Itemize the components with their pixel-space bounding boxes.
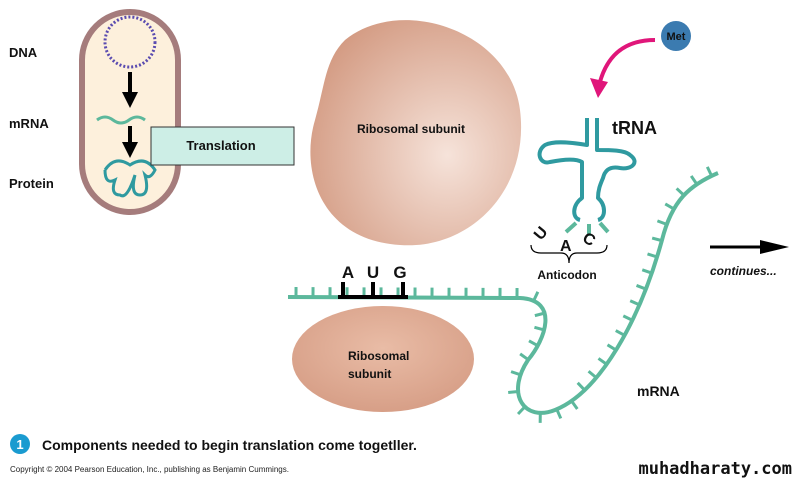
codon-base: G xyxy=(393,263,406,282)
mrna-strand xyxy=(287,166,719,423)
met-amino-acid xyxy=(661,21,691,51)
mrna-nucleotide-tick xyxy=(622,314,633,322)
mrna-nucleotide-tick xyxy=(570,400,579,410)
copyright-text: Copyright © 2004 Pearson Education, Inc.… xyxy=(10,465,289,474)
codon-base: A xyxy=(342,263,354,282)
mrna-label: mRNA xyxy=(637,383,680,399)
mrna-nucleotide-tick xyxy=(508,390,519,395)
met-label: Met xyxy=(667,31,686,43)
mrna-nucleotide-tick xyxy=(555,408,563,420)
arrow-down-icon xyxy=(122,142,138,158)
dna-circle-icon xyxy=(103,15,157,69)
pink-arrow xyxy=(596,38,656,91)
mrna-nucleotide-tick xyxy=(675,187,685,197)
mrna-nucleotide-tick xyxy=(664,202,675,211)
watermark: muhadharaty.com xyxy=(638,459,792,479)
continues-label: continues... xyxy=(710,264,777,278)
trna-label: tRNA xyxy=(612,118,657,138)
protein-label: Protein xyxy=(9,176,54,191)
codon-base: U xyxy=(367,263,379,282)
dna-label: DNA xyxy=(9,45,38,60)
protein-coil-icon xyxy=(103,159,157,198)
translation-label: Translation xyxy=(186,138,255,153)
mrna-nucleotide-tick xyxy=(606,343,617,352)
trna-molecule xyxy=(537,118,637,236)
mrna-nucleotide-tick xyxy=(651,236,663,243)
arrow-down-icon xyxy=(122,92,138,108)
mrna-nucleotide-tick xyxy=(534,325,545,332)
translation-box xyxy=(150,126,295,166)
step-number: 1 xyxy=(16,437,23,452)
anticodon-brace xyxy=(530,244,608,264)
mrna-nucleotide-tick xyxy=(635,284,647,291)
caption-text: Components needed to begin translation c… xyxy=(42,437,417,453)
mrna-nucleotide-tick xyxy=(705,166,713,177)
arrow-right-icon xyxy=(760,240,789,254)
mrna-nucleotide-tick xyxy=(656,219,668,226)
mrna-nucleotide-tick xyxy=(629,299,640,307)
arrow-head-icon xyxy=(590,78,608,98)
mrna-nucleotide-tick xyxy=(532,291,540,302)
cell-illustration: Translation DNA mRNA Protein xyxy=(9,9,295,215)
step-badge xyxy=(10,434,30,454)
small-ribosomal-subunit xyxy=(292,306,474,412)
mrna-nucleotide-tick xyxy=(516,405,526,416)
mrna-nucleotide-tick xyxy=(528,339,539,347)
large-subunit-label: Ribosomal subunit xyxy=(357,122,465,136)
small-subunit-label-2: subunit xyxy=(348,367,391,381)
mrna-label-left: mRNA xyxy=(9,116,49,131)
cell-body xyxy=(79,9,181,215)
start-codon: A U G xyxy=(338,263,408,299)
anticodon-base: A xyxy=(560,238,572,255)
mrna-nucleotide-tick xyxy=(576,381,586,392)
mrna-nucleotide-tick xyxy=(641,268,653,275)
anticodon-label: Anticodon xyxy=(537,268,596,282)
mrna-nucleotide-tick xyxy=(587,370,598,379)
mrna-nucleotide-tick xyxy=(519,352,530,361)
mrna-nucleotide-tick xyxy=(597,357,608,366)
mrna-nucleotide-tick xyxy=(510,370,522,377)
mrna-nucleotide-tick xyxy=(615,329,626,337)
anticodon-base: C xyxy=(579,230,598,251)
small-subunit-label-1: Ribosomal xyxy=(348,349,409,363)
mrna-nucleotide-tick xyxy=(647,252,658,259)
mrna-strand-icon xyxy=(96,115,146,125)
mrna-nucleotide-tick xyxy=(534,311,545,318)
anticodon-base: U xyxy=(531,224,551,244)
large-ribosomal-subunit xyxy=(310,20,522,246)
mrna-nucleotide-tick xyxy=(689,175,699,186)
